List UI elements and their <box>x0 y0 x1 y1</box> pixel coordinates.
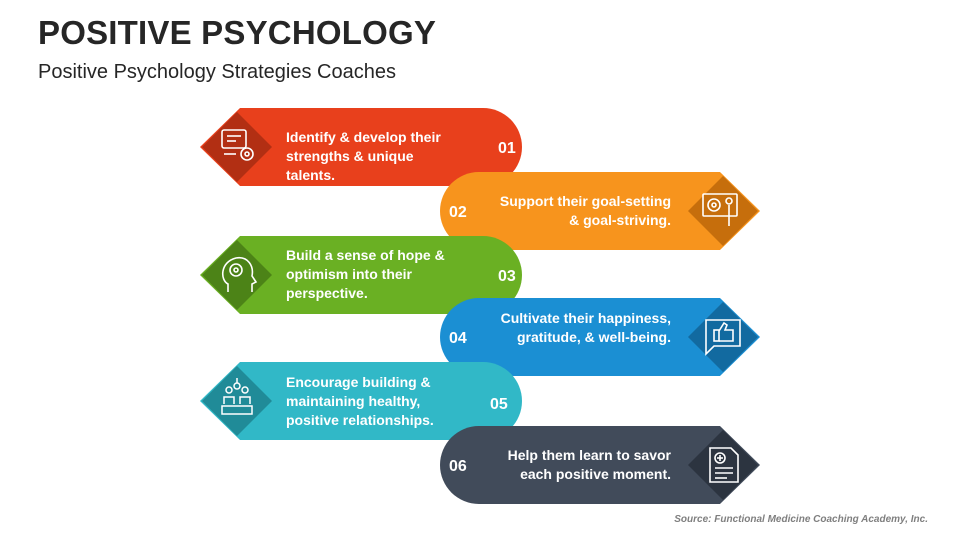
step-04: 04 <box>440 298 760 376</box>
step-05-icon-diamond <box>202 366 272 436</box>
step-01-icon-diamond <box>202 112 272 182</box>
step-03: 03 <box>200 236 522 314</box>
step-02-tab <box>440 172 479 250</box>
step-06-icon-diamond <box>688 430 758 500</box>
step-02-banner <box>479 172 760 250</box>
source-note: Source: Functional Medicine Coaching Aca… <box>674 514 928 525</box>
step-02-number: 02 <box>449 204 467 221</box>
step-06-tab <box>440 426 479 504</box>
health-document-icon <box>709 447 739 483</box>
step-05-banner <box>200 362 483 440</box>
step-04-banner <box>479 298 760 376</box>
page-title: POSITIVE PSYCHOLOGY <box>38 14 437 51</box>
thumbs-up-icon <box>705 319 741 356</box>
step-03-tab <box>483 236 522 314</box>
step-06-number: 06 <box>449 458 467 475</box>
step-06: 06 <box>440 426 760 504</box>
step-05-tab <box>483 362 522 440</box>
goal-presentation-icon <box>702 193 738 226</box>
step-01-banner <box>200 108 483 186</box>
step-02: 02 <box>440 172 760 250</box>
step-06-text: Help them learn to savor each positive m… <box>507 447 671 482</box>
step-05: 05 <box>200 362 522 440</box>
step-03-number: 03 <box>498 268 516 285</box>
step-03-text: Build a sense of hope & optimism into th… <box>286 247 445 301</box>
step-01-number: 01 <box>498 140 516 157</box>
step-04-text: Cultivate their happiness, gratitude, & … <box>500 310 671 345</box>
step-05-text: Encourage building & maintaining healthy… <box>286 374 434 428</box>
step-05-number: 05 <box>490 396 508 413</box>
step-01-tab <box>483 108 522 186</box>
optimism-head-icon <box>221 256 258 292</box>
page-subtitle: Positive Psychology Strategies Coaches <box>38 61 396 83</box>
step-02-text: Support their goal-setting & goal-strivi… <box>499 193 671 228</box>
step-03-icon-diamond <box>202 240 272 310</box>
step-06-banner <box>479 426 760 504</box>
team-relationship-icon <box>221 378 253 415</box>
strengths-gear-icon <box>221 129 254 161</box>
step-01: 01 <box>200 108 522 186</box>
step-04-number: 04 <box>449 330 467 347</box>
step-01-text: Identify & develop their strengths & uni… <box>286 129 441 183</box>
step-03-banner <box>200 236 483 314</box>
step-04-tab <box>440 298 479 376</box>
